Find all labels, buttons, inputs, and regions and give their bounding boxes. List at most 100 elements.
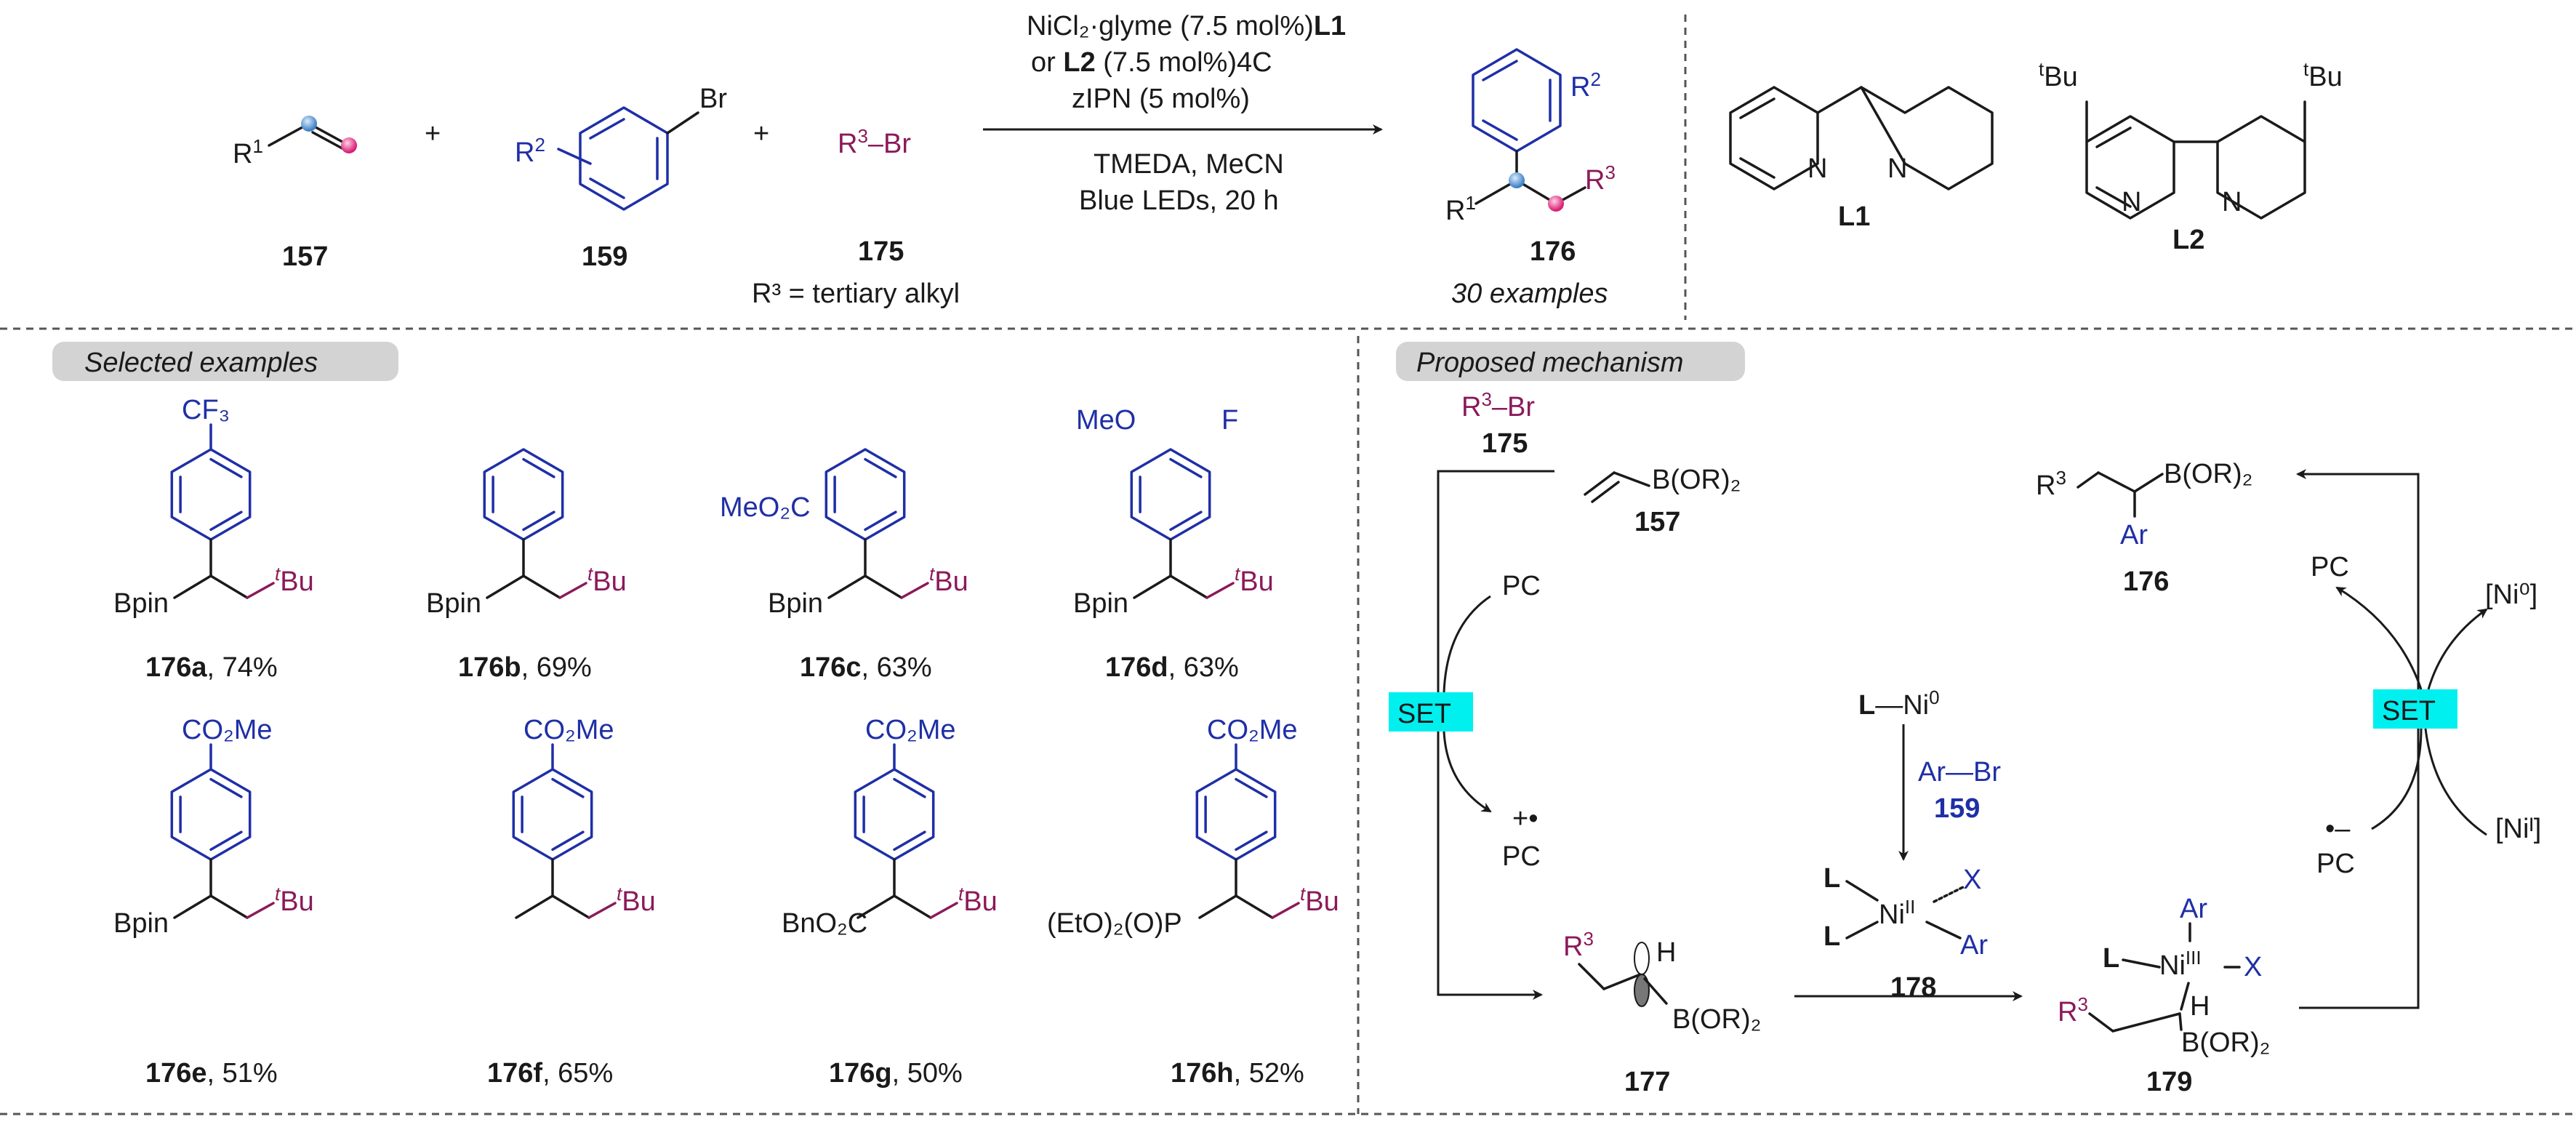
svg-text:Proposed mechanism: Proposed mechanism — [1416, 348, 1684, 378]
svg-text:R3: R3 — [2058, 993, 2088, 1027]
mech-177: R3 H B(OR)₂ 177 — [1563, 928, 1761, 1097]
tbu-176b: tBu — [587, 563, 627, 597]
tbu-176d: tBu — [1235, 563, 1274, 597]
yield-176b: 176b, 69% — [458, 652, 592, 683]
svg-text:PC: PC — [2311, 552, 2349, 582]
substituent-176a: CF₃ — [182, 395, 230, 425]
substituent-176e: CO₂Me — [182, 715, 273, 745]
svg-text:B(OR)₂: B(OR)₂ — [1672, 1004, 1761, 1035]
yield-176f: 176f, 65% — [487, 1058, 613, 1089]
label-175: 175 — [858, 236, 904, 267]
svg-text:NiCl₂·glyme (7.5 mol%)L1: NiCl₂·glyme (7.5 mol%)L1 — [1027, 11, 1346, 41]
ligand-L2: tBu tBu N N L2 — [2039, 58, 2343, 255]
svg-text:R3–Br: R3–Br — [1461, 388, 1535, 422]
r3-note: R³ = tertiary alkyl — [752, 279, 960, 309]
mech-176: R3 B(OR)₂ Ar 176 — [2036, 459, 2252, 597]
svg-text:R3: R3 — [2036, 467, 2066, 501]
plus-2: + — [753, 119, 769, 149]
tbu-176c: tBu — [929, 563, 968, 597]
set-left[interactable]: SET — [1389, 692, 1473, 732]
svg-text:L: L — [1823, 921, 1840, 952]
mech-178: L L NiII X Ar 178 — [1823, 863, 1988, 1003]
left-group-176e: Bpin — [113, 908, 169, 939]
svg-text:N: N — [1887, 153, 1907, 184]
label-176: 176 — [1530, 236, 1576, 267]
yield-176h: 176h, 52% — [1171, 1058, 1304, 1089]
svg-text:Blue LEDs, 20 h: Blue LEDs, 20 h — [1079, 185, 1279, 216]
svg-text:H: H — [2190, 991, 2210, 1022]
compound-157: R1 157 — [233, 116, 357, 272]
svg-text:PC: PC — [2316, 849, 2355, 879]
svg-text:L: L — [1823, 863, 1840, 894]
mech-175: R3–Br 175 — [1461, 388, 1535, 459]
svg-text:179: 179 — [2146, 1067, 2192, 1097]
svg-text:N: N — [2222, 187, 2242, 217]
substituent-176d: MeO — [1076, 405, 1136, 436]
svg-text:+•: +• — [1512, 804, 1538, 834]
svg-text:177: 177 — [1624, 1067, 1670, 1097]
left-group-176a: Bpin — [113, 588, 169, 619]
yield-176e: 176e, 51% — [145, 1058, 278, 1089]
svg-text:or L2 (7.5 mol%)4C: or L2 (7.5 mol%)4C — [1031, 47, 1272, 78]
svg-text:B(OR)₂: B(OR)₂ — [2181, 1027, 2270, 1058]
yield-176c: 176c, 63% — [800, 652, 932, 683]
svg-text:Selected examples: Selected examples — [84, 348, 318, 378]
svg-text:176: 176 — [2123, 566, 2169, 597]
svg-text:TMEDA, MeCN: TMEDA, MeCN — [1094, 149, 1284, 180]
tbu-176e: tBu — [275, 883, 314, 917]
svg-text:R1: R1 — [1445, 192, 1476, 226]
svg-text:R3: R3 — [1585, 161, 1616, 196]
svg-text:Ar: Ar — [2180, 894, 2207, 924]
substituent-176h: CO₂Me — [1207, 715, 1298, 745]
yield-176a: 176a, 74% — [145, 652, 278, 683]
svg-text:H: H — [1656, 937, 1676, 968]
ligand-L1: N N L1 — [1729, 86, 1994, 232]
tbu-176g: tBu — [958, 883, 998, 917]
label-L2: L2 — [2172, 225, 2204, 255]
substituent-176f: CO₂Me — [523, 715, 614, 745]
reaction-conditions: NiCl₂·glyme (7.5 mol%)L1 or L2 (7.5 mol%… — [983, 11, 1383, 216]
svg-text:X: X — [1963, 865, 1981, 895]
left-group-176g: BnO₂C — [782, 908, 867, 939]
svg-text:178: 178 — [1890, 972, 1936, 1003]
svg-text:[Niᴵ]: [Niᴵ] — [2495, 814, 2541, 844]
tbu-176h: tBu — [1300, 883, 1339, 917]
svg-text:R3–Br: R3–Br — [838, 125, 911, 159]
label-159: 159 — [582, 241, 627, 272]
mechanism-tag: Proposed mechanism — [1396, 342, 1745, 381]
svg-text:L—Ni0: L—Ni0 — [1858, 686, 1940, 721]
svg-text:R2: R2 — [1570, 68, 1601, 103]
tbu-176f: tBu — [617, 883, 656, 917]
label-157: 157 — [282, 241, 328, 272]
plus-1: + — [425, 119, 441, 149]
selected-examples-tag: Selected examples — [52, 342, 398, 381]
svg-text:L: L — [2103, 943, 2119, 974]
svg-text:Ar: Ar — [1960, 930, 1988, 961]
svg-text:R1: R1 — [233, 135, 263, 169]
svg-text:R3: R3 — [1563, 928, 1594, 962]
svg-text:N: N — [2122, 187, 2141, 217]
svg-text:NiII: NiII — [1879, 896, 1915, 930]
svg-text:[Ni⁰]: [Ni⁰] — [2485, 580, 2537, 610]
mech-ni0: L—Ni0 Ar—Br 159 — [1858, 686, 2001, 861]
svg-text:B(OR)₂: B(OR)₂ — [1652, 465, 1741, 495]
yield-176d: 176d, 63% — [1105, 652, 1239, 683]
pc-bottom-left: PC — [1502, 841, 1541, 872]
svg-text:B(OR)₂: B(OR)₂ — [2164, 459, 2252, 489]
mech-179: Ar L NiIII X H R3 B(OR)₂ 179 — [2058, 894, 2270, 1097]
svg-text:159: 159 — [1934, 793, 1980, 824]
substituent-176g: CO₂Me — [865, 715, 956, 745]
svg-text:R2: R2 — [515, 134, 545, 168]
svg-text:NiIII: NiIII — [2159, 947, 2202, 981]
fluoro-176d: F — [1221, 405, 1238, 436]
examples-note: 30 examples — [1451, 279, 1608, 309]
set-right[interactable]: SET — [2373, 689, 2457, 729]
br-label: Br — [699, 84, 727, 114]
compound-175: R3–Br 175 R³ = tertiary alkyl — [752, 125, 960, 309]
